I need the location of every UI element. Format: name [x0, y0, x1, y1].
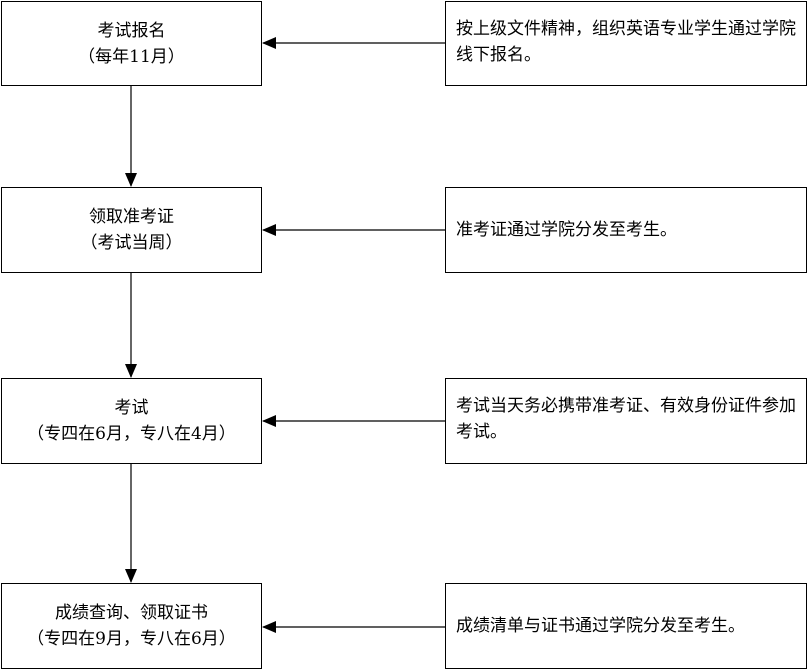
step-box-exam: 考试 （专四在6月，专八在4月） [1, 378, 262, 464]
note-box-registration: 按上级文件精神，组织英语专业学生通过学院线下报名。 [445, 1, 807, 86]
note-text: 考试当天务必携带准考证、有效身份证件参加考试。 [456, 396, 796, 442]
step-box-admission-ticket: 领取准考证 （考试当周） [1, 187, 262, 273]
step-title: 考试报名 [97, 20, 166, 41]
note-text: 按上级文件精神，组织英语专业学生通过学院线下报名。 [456, 19, 796, 65]
note-text: 成绩清单与证书通过学院分发至考生。 [456, 616, 745, 636]
step-box-results-certificate: 成绩查询、领取证书 （专四在9月，专八在6月） [1, 583, 262, 669]
step-subtitle: （专四在6月，专八在4月） [27, 424, 236, 444]
step-title: 考试 [114, 398, 149, 418]
step-subtitle: （专四在9月，专八在6月） [27, 629, 236, 649]
step-title: 成绩查询、领取证书 [55, 603, 208, 623]
step-subtitle: （考试当周） [80, 233, 183, 253]
note-box-exam: 考试当天务必携带准考证、有效身份证件参加考试。 [445, 378, 807, 464]
step-subtitle: （每年11月） [78, 46, 185, 67]
note-box-results-certificate: 成绩清单与证书通过学院分发至考生。 [445, 583, 807, 669]
note-text: 准考证通过学院分发至考生。 [456, 220, 677, 240]
step-box-registration: 考试报名 （每年11月） [1, 1, 262, 86]
step-title: 领取准考证 [89, 207, 174, 227]
note-box-admission-ticket: 准考证通过学院分发至考生。 [445, 187, 807, 273]
